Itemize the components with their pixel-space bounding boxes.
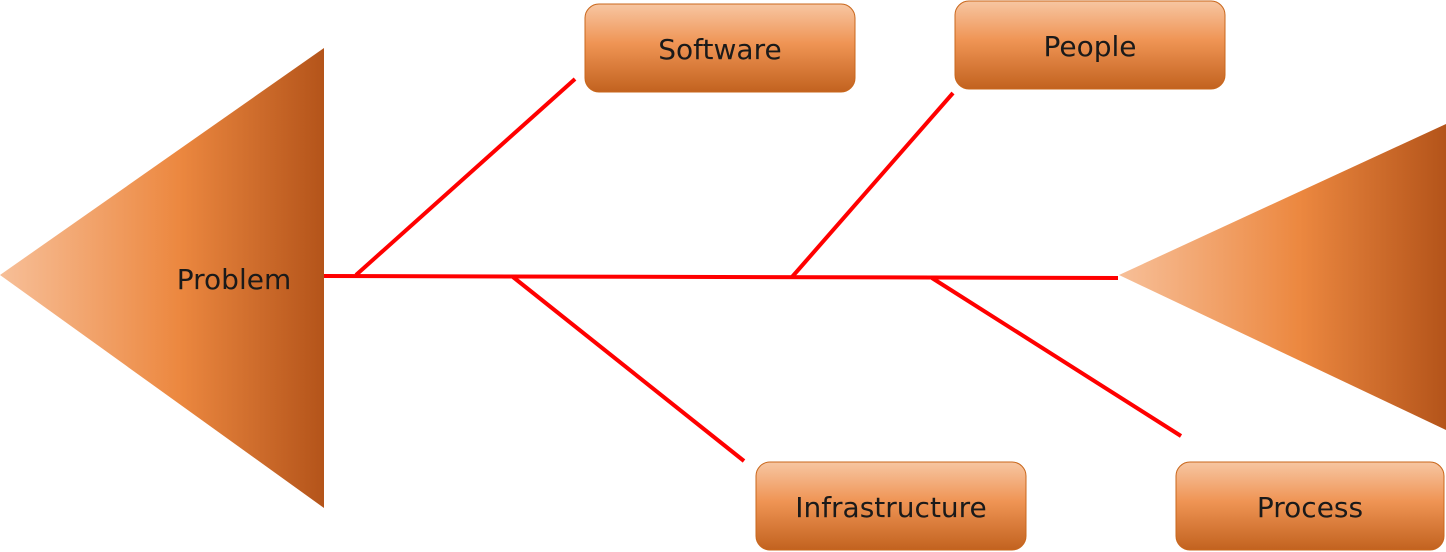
problem-label: Problem (177, 263, 291, 296)
category-box-software: Software (584, 3, 856, 93)
category-box-people: People (954, 0, 1226, 90)
tail-shape (1119, 124, 1446, 430)
branch-people (790, 91, 955, 279)
category-label-people: People (1043, 30, 1136, 63)
branch-infrastructure (511, 275, 746, 463)
branch-process (930, 276, 1183, 438)
spine-line (323, 274, 1119, 280)
category-box-infrastructure: Infrastructure (755, 461, 1027, 551)
category-label-software: Software (658, 33, 781, 66)
branch-software (354, 77, 577, 277)
category-box-process: Process (1175, 461, 1445, 551)
problem-head-shape (0, 48, 324, 508)
category-label-infrastructure: Infrastructure (795, 491, 987, 524)
category-label-process: Process (1257, 491, 1363, 524)
